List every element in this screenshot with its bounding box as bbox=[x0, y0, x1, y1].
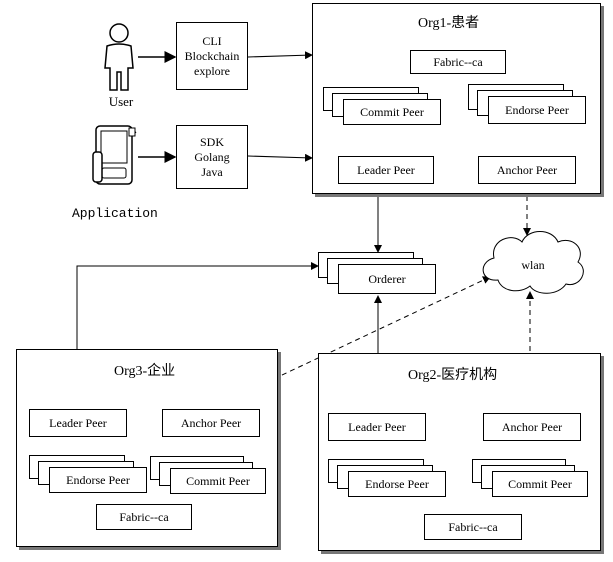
application-label: Application bbox=[72, 206, 158, 221]
cli-line-2: Blockchain bbox=[184, 48, 240, 63]
org3-title: Org3-企业 bbox=[114, 364, 176, 379]
org1-commit-peer-stack: Commit Peer bbox=[323, 87, 441, 125]
org1-anchor-peer: Anchor Peer bbox=[478, 156, 576, 184]
org1-commit-peer: Commit Peer bbox=[343, 99, 441, 125]
sdk-line-3: Java bbox=[201, 164, 223, 179]
user-label: User bbox=[108, 94, 134, 109]
cli-line-3: explore bbox=[194, 63, 230, 78]
org1-endorse-peer-stack: Endorse Peer bbox=[468, 84, 586, 124]
org1-title: Org1-患者 bbox=[418, 16, 480, 31]
sdk-box: SDK Golang Java bbox=[176, 125, 248, 189]
org2-commit-peer: Commit Peer bbox=[492, 471, 588, 497]
orderer: Orderer bbox=[338, 264, 436, 294]
cli-line-1: CLI bbox=[202, 33, 222, 48]
wlan-cloud bbox=[482, 231, 584, 294]
org2-endorse-peer: Endorse Peer bbox=[348, 471, 446, 497]
org3-anchor-peer: Anchor Peer bbox=[162, 409, 260, 437]
cli-box: CLI Blockchain explore bbox=[176, 22, 248, 90]
org1-endorse-peer: Endorse Peer bbox=[488, 96, 586, 124]
org3-commit-peer-stack: Commit Peer bbox=[150, 456, 266, 494]
sdk-to-org1-arrow bbox=[247, 153, 313, 162]
org3-leader-peer: Leader Peer bbox=[29, 409, 127, 437]
org3-endorse-peer: Endorse Peer bbox=[49, 467, 147, 493]
orderer-stack: Orderer bbox=[318, 252, 436, 294]
org1-fabric-ca: Fabric--ca bbox=[410, 50, 506, 74]
sdk-line-1: SDK bbox=[199, 134, 224, 149]
org2-fabric-ca: Fabric--ca bbox=[424, 514, 522, 540]
org3-fabric-ca: Fabric--ca bbox=[96, 504, 192, 530]
user-icon bbox=[102, 22, 136, 92]
org2-leader-peer: Leader Peer bbox=[328, 413, 426, 441]
org1-leader-peer: Leader Peer bbox=[338, 156, 434, 184]
org2-commit-peer-stack: Commit Peer bbox=[472, 459, 588, 497]
org3-commit-peer: Commit Peer bbox=[170, 468, 266, 494]
wlan-label: wlan bbox=[521, 258, 545, 272]
org3-endorse-peer-stack: Endorse Peer bbox=[29, 455, 147, 493]
org2-endorse-peer-stack: Endorse Peer bbox=[328, 459, 446, 497]
cli-to-org1-arrow bbox=[247, 51, 313, 60]
mobile-device-icon bbox=[92, 124, 138, 190]
sdk-line-2: Golang bbox=[194, 149, 230, 164]
org2-title: Org2-医疗机构 bbox=[408, 368, 498, 383]
org2-anchor-peer: Anchor Peer bbox=[483, 413, 581, 441]
